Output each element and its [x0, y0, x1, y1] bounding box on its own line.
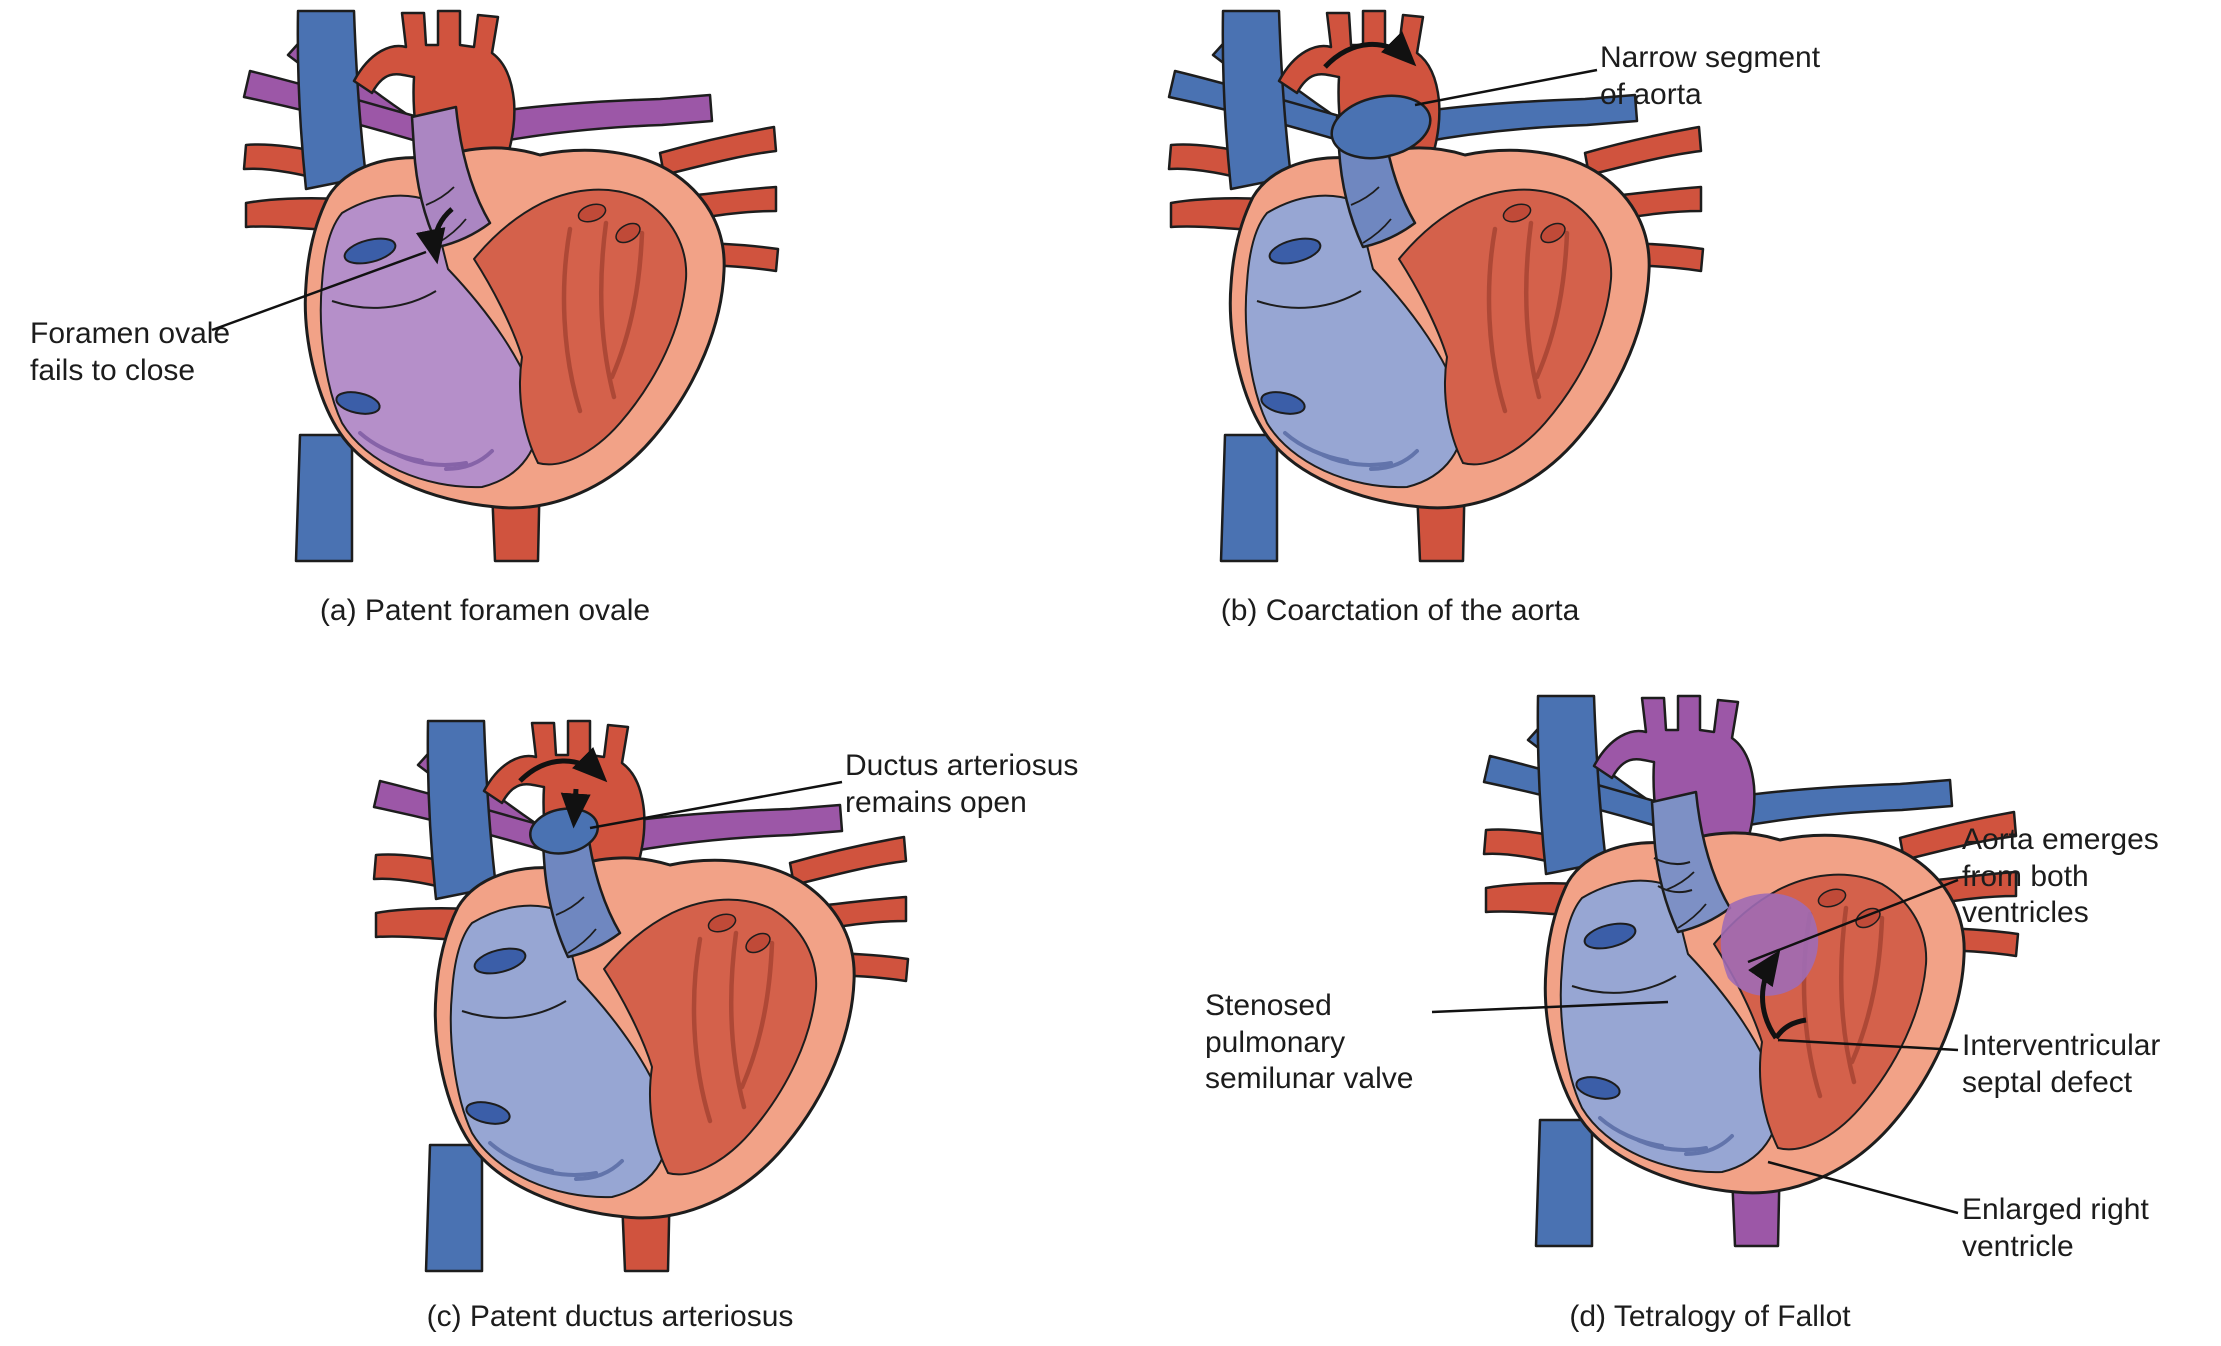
- narrowed-aorta-junction: [1330, 94, 1432, 160]
- caption-a: (a) Patent foramen ovale: [319, 594, 651, 627]
- heart-diagram-tetralogy-of-fallot: [1480, 690, 2020, 1250]
- label-stenosed-valve: Stenosed pulmonary semilunar valve: [1205, 989, 1414, 1096]
- label-septal-defect: Interventricular septal defect: [1962, 1029, 2161, 1099]
- label-enlarged-ventricle: Enlarged right ventricle: [1962, 1193, 2149, 1263]
- heart-diagram-patent-foramen-ovale: [240, 5, 780, 565]
- heart-diagram-coarctation-of-aorta: [1165, 5, 1705, 565]
- ductus-flow-arc-arrow: [518, 746, 608, 783]
- septal-defect-arrow-tail: [1773, 1017, 1807, 1040]
- heart-diagram-patent-ductus-arteriosus: [370, 715, 910, 1275]
- label-narrow-segment: Narrow segment of aorta: [1600, 41, 1821, 111]
- label-foramen-ovale: Foramen ovale fails to close: [30, 317, 231, 387]
- ductus-flow-down-arrow: [560, 788, 591, 829]
- caption-b: (b) Coarctation of the aorta: [1220, 594, 1580, 627]
- aortic-flow-arrow: [1323, 30, 1417, 69]
- label-ductus-arteriosus: Ductus arteriosus remains open: [845, 749, 1079, 819]
- caption-c: (c) Patent ductus arteriosus: [426, 1300, 794, 1333]
- septal-defect-arrow: [1748, 949, 1781, 1040]
- caption-d: (d) Tetralogy of Fallot: [1569, 1300, 1851, 1333]
- label-aorta-emerges: Aorta emerges from both ventricles: [1962, 823, 2159, 930]
- stenosis-pinch-marks: [1653, 857, 1693, 894]
- foramen-ovale-flow-arrow: [415, 207, 454, 265]
